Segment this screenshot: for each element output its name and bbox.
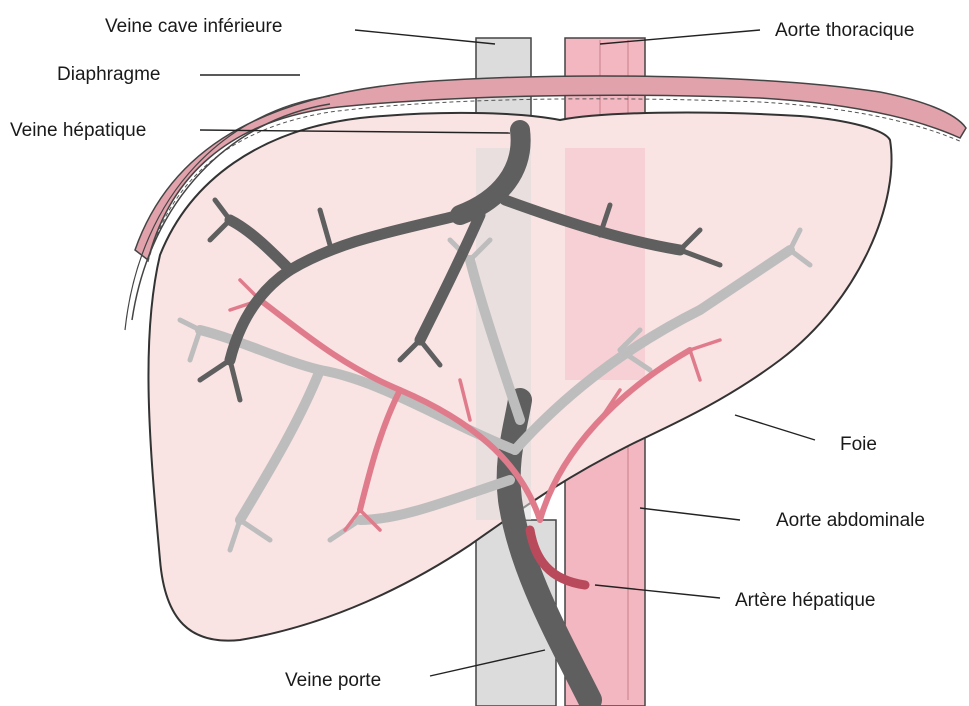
label-diaphragm: Diaphragme (57, 64, 161, 85)
label-thoracic-aorta: Aorte thoracique (775, 20, 914, 41)
label-hepatic-artery: Artère hépatique (735, 590, 876, 611)
label-inferior-vena-cava: Veine cave inférieure (105, 16, 282, 37)
label-hepatic-vein: Veine hépatique (10, 120, 146, 141)
label-liver: Foie (840, 434, 877, 455)
label-portal-vein: Veine porte (285, 670, 381, 691)
label-abdominal-aorta: Aorte abdominale (776, 510, 925, 531)
